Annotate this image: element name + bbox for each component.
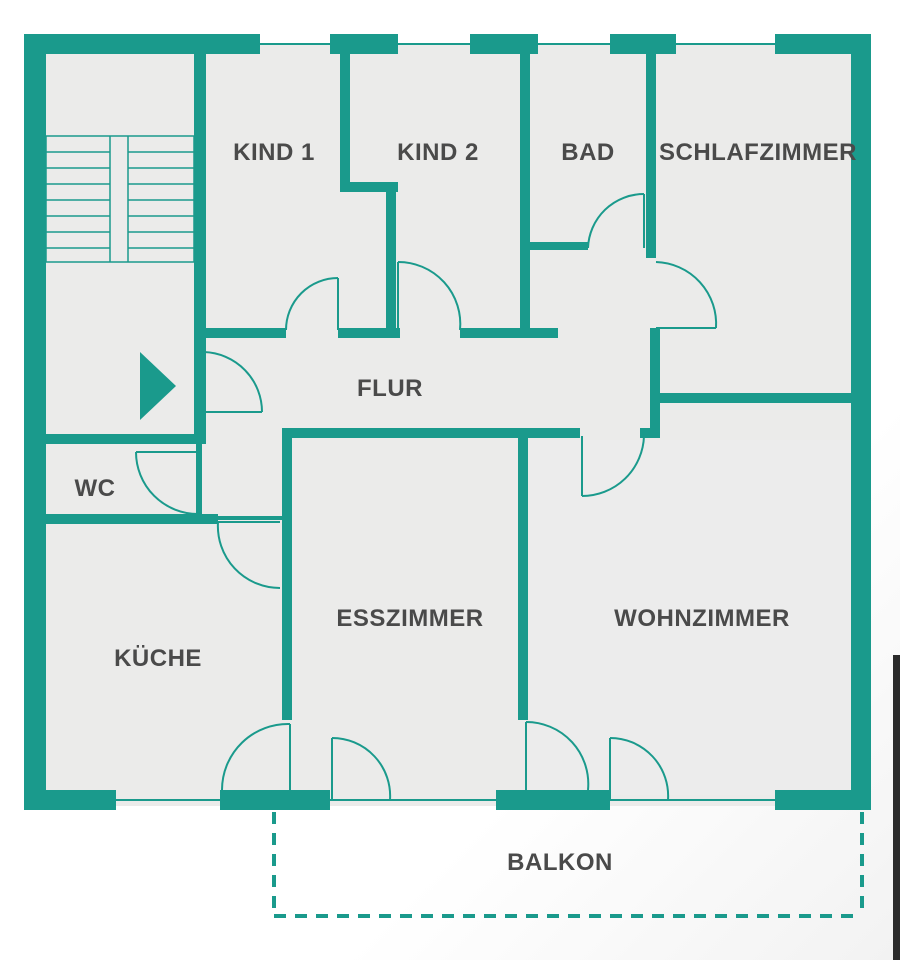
interior-walls — [36, 44, 852, 720]
room-label-wohnzimmer: WOHNZIMMER — [614, 605, 790, 632]
room-label-flur: FLUR — [357, 375, 423, 402]
room-label-balkon: BALKON — [507, 849, 613, 876]
wohnzimmer-floor — [530, 440, 852, 795]
wall-kind1-bottom-b — [338, 328, 400, 338]
door-esszimmer-balkon — [331, 736, 392, 801]
doors — [135, 193, 718, 801]
wall-kind2-bad — [520, 44, 530, 336]
bottom-wall-3 — [496, 790, 610, 810]
room-label-bad: BAD — [561, 139, 615, 166]
wall-kind1-bottom-a — [206, 328, 286, 338]
wall-kind2-bottom — [460, 328, 558, 338]
door-kind2 — [397, 260, 462, 331]
wall-kind-divider-step — [340, 182, 398, 192]
room-label-schlafzimmer: SCHLAFZIMMER — [659, 139, 857, 166]
bottom-wall-2 — [220, 790, 330, 810]
entrance-arrow-icon — [140, 352, 176, 420]
wall-ess-wohn — [518, 428, 528, 720]
wall-wc-bottom — [36, 514, 218, 524]
wall-wc-right — [196, 444, 202, 516]
outer-walls — [24, 34, 871, 810]
wall-bad-bottom — [530, 242, 588, 250]
windows — [116, 43, 775, 801]
door-wc — [135, 451, 199, 515]
room-label-kind2: KIND 2 — [397, 139, 479, 166]
wall-stair-bottom — [36, 434, 206, 444]
top-wall-4 — [610, 34, 676, 54]
wall-flur-bottom-right — [640, 428, 660, 438]
wall-kueche-top — [218, 516, 282, 520]
room-label-wc: WC — [75, 475, 116, 502]
left-wall — [24, 34, 46, 810]
wall-flur-bottom — [282, 428, 580, 438]
wall-ess-left-upper — [282, 428, 292, 520]
door-kind1 — [285, 277, 339, 331]
door-stair — [203, 351, 263, 413]
door-bad — [587, 193, 645, 249]
wall-kind-divider-top — [340, 44, 350, 190]
room-label-esszimmer: ESSZIMMER — [336, 605, 483, 632]
wall-stair-right — [194, 44, 206, 344]
wall-schlaf-bottom — [656, 393, 852, 403]
door-wohnzimmer-balkon-2 — [609, 736, 670, 801]
wall-bad-schlaf — [646, 44, 656, 258]
bottom-wall-1 — [24, 790, 116, 810]
wall-stair-right-lower — [194, 340, 206, 444]
balcony-outline — [272, 812, 864, 918]
wall-kind-divider-lower — [386, 182, 396, 338]
edge-shadow — [893, 655, 900, 960]
door-schlafzimmer — [655, 261, 718, 329]
wall-schlaf-left-lower — [650, 328, 660, 438]
door-wohnzimmer-balkon-1 — [525, 720, 590, 791]
bottom-wall-4 — [775, 790, 871, 810]
door-kueche-top — [216, 521, 281, 590]
staircase-icon — [45, 135, 195, 263]
right-wall — [851, 34, 871, 810]
room-label-kueche: KÜCHE — [114, 645, 202, 672]
top-wall-1 — [24, 34, 260, 54]
wall-ess-left — [282, 520, 292, 720]
door-kueche-balkon — [221, 722, 291, 791]
door-wohnzimmer-top — [581, 435, 645, 497]
room-label-kind1: KIND 1 — [233, 139, 315, 166]
top-wall-5 — [775, 34, 871, 54]
